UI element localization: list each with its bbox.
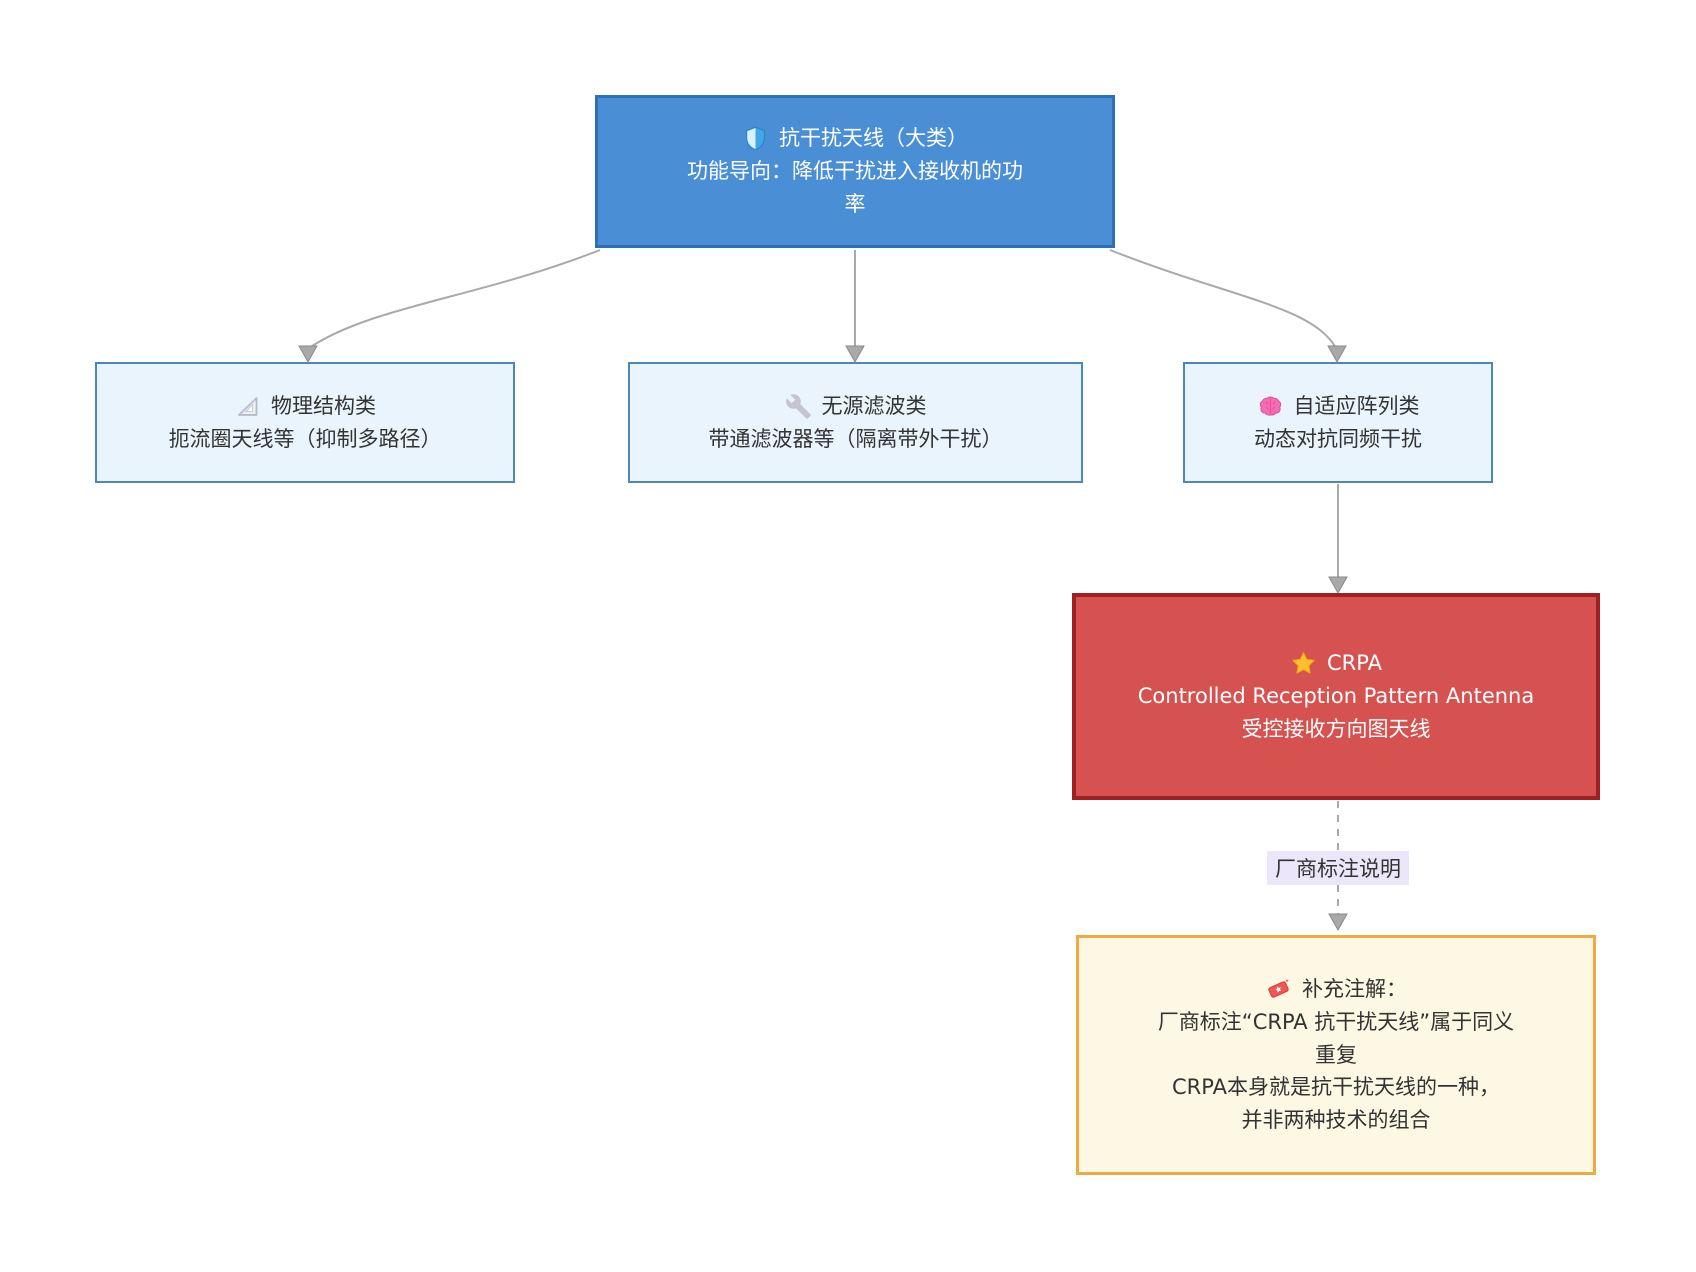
note-line-1: 厂商标注“CRPA 抗干扰天线”属于同义重复 [1157, 1009, 1515, 1067]
node-subtitle: 扼流圈天线等（抑制多路径） [168, 426, 442, 451]
brain-icon [1259, 395, 1281, 416]
node-subtitle: 功能导向：降低干扰进入接收机的功率 [687, 159, 1023, 216]
node-subtitle: 带通滤波器等（隔离带外干扰） [708, 426, 1003, 451]
arrowhead-down-icon [845, 345, 865, 364]
edge-label-vendor-note: 厂商标注说明 [1267, 851, 1409, 885]
star-icon [1292, 652, 1315, 674]
node-title: CRPA [1327, 651, 1382, 676]
node-anti-jam-antenna-category: 抗干扰天线（大类） 功能导向：降低干扰进入接收机的功率 [595, 95, 1115, 248]
node-title: 自适应阵列类 [1293, 393, 1420, 418]
node-title: 抗干扰天线（大类） [779, 126, 968, 151]
node-passive-filter: 无源滤波类 带通滤波器等（隔离带外干扰） [628, 362, 1083, 483]
node-title: 补充注解： [1302, 976, 1407, 1001]
note-line-3: 并非两种技术的组合 [1241, 1108, 1431, 1133]
node-title: 无源滤波类 [821, 393, 927, 418]
shield-icon [745, 126, 766, 151]
triangle-ruler-icon [238, 396, 258, 416]
node-subtitle-en: Controlled Reception Pattern Antenna [1137, 684, 1535, 709]
node-supplementary-note: 补充注解： 厂商标注“CRPA 抗干扰天线”属于同义重复 CRPA本身就是抗干扰… [1076, 935, 1596, 1175]
wrench-icon [785, 393, 811, 419]
node-adaptive-array: 自适应阵列类 动态对抗同频干扰 [1183, 362, 1493, 483]
arrowhead-down-icon [1328, 913, 1348, 932]
node-title: 物理结构类 [271, 393, 376, 418]
node-subtitle: 动态对抗同频干扰 [1254, 426, 1422, 451]
edge-root-to-adaptive [1109, 249, 1337, 349]
node-subtitle-zh: 受控接收方向图天线 [1241, 716, 1431, 741]
arrowhead-down-icon [1328, 576, 1348, 595]
note-line-2: CRPA本身就是抗干扰天线的一种， [1172, 1075, 1500, 1100]
node-crpa: CRPA Controlled Reception Pattern Antenn… [1072, 593, 1600, 800]
arrowhead-down-icon [1327, 345, 1347, 364]
ticket-icon [1268, 978, 1289, 998]
node-physical-structure: 物理结构类 扼流圈天线等（抑制多路径） [95, 362, 515, 483]
arrowhead-down-icon [298, 345, 318, 364]
edge-root-to-physical [308, 249, 601, 349]
